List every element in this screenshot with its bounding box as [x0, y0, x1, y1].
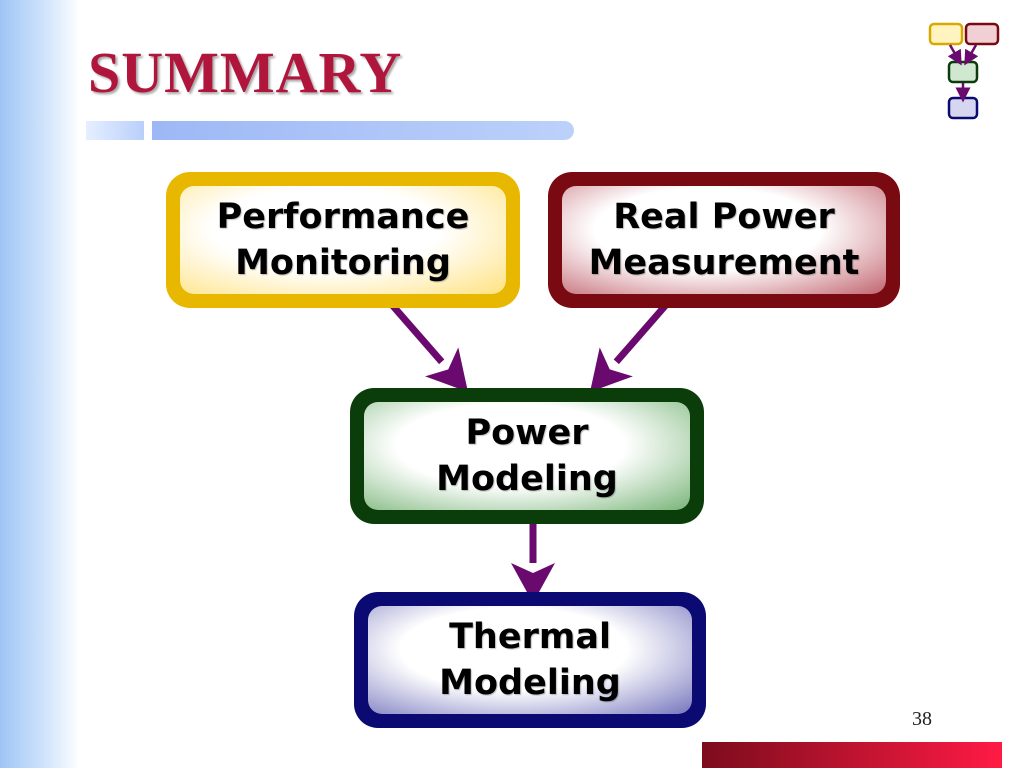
- arrowhead-realpower-to-powermodel: [590, 347, 633, 392]
- connector-realpower-to-powermodel: [613, 295, 675, 365]
- title-underline-long: [152, 121, 574, 140]
- flowchart-nav-icon: [928, 22, 1000, 120]
- title-underline-short: [86, 121, 144, 140]
- node-label-line: Measurement: [588, 243, 860, 283]
- arrowhead-performance-to-powermodel: [425, 347, 468, 392]
- page-number: 38: [912, 708, 932, 730]
- node-label-line: Real Power: [613, 197, 835, 237]
- nav-node-red: [964, 22, 1000, 46]
- nav-node-green: [947, 60, 979, 84]
- node-label-line: Performance: [216, 197, 470, 237]
- node-label-line: Modeling: [439, 663, 621, 703]
- node-performance-monitoring: Performance Monitoring: [166, 172, 520, 308]
- connector-performance-to-powermodel: [383, 295, 445, 365]
- nav-node-yellow: [928, 22, 964, 46]
- node-thermal-modeling: Thermal Modeling: [354, 592, 706, 728]
- slide-title: SUMMARY: [88, 40, 403, 105]
- node-power-modeling: Power Modeling: [350, 388, 704, 524]
- arrowhead-powermodel-to-thermal: [511, 563, 555, 603]
- node-real-power-measurement: Real Power Measurement: [548, 172, 900, 308]
- node-label-line: Power: [465, 413, 589, 453]
- node-label-line: Monitoring: [235, 243, 451, 283]
- node-label-line: Thermal: [449, 617, 611, 657]
- left-gradient-strip: [0, 0, 80, 768]
- footer-accent-bar: [702, 742, 1002, 768]
- node-label-line: Modeling: [436, 459, 618, 499]
